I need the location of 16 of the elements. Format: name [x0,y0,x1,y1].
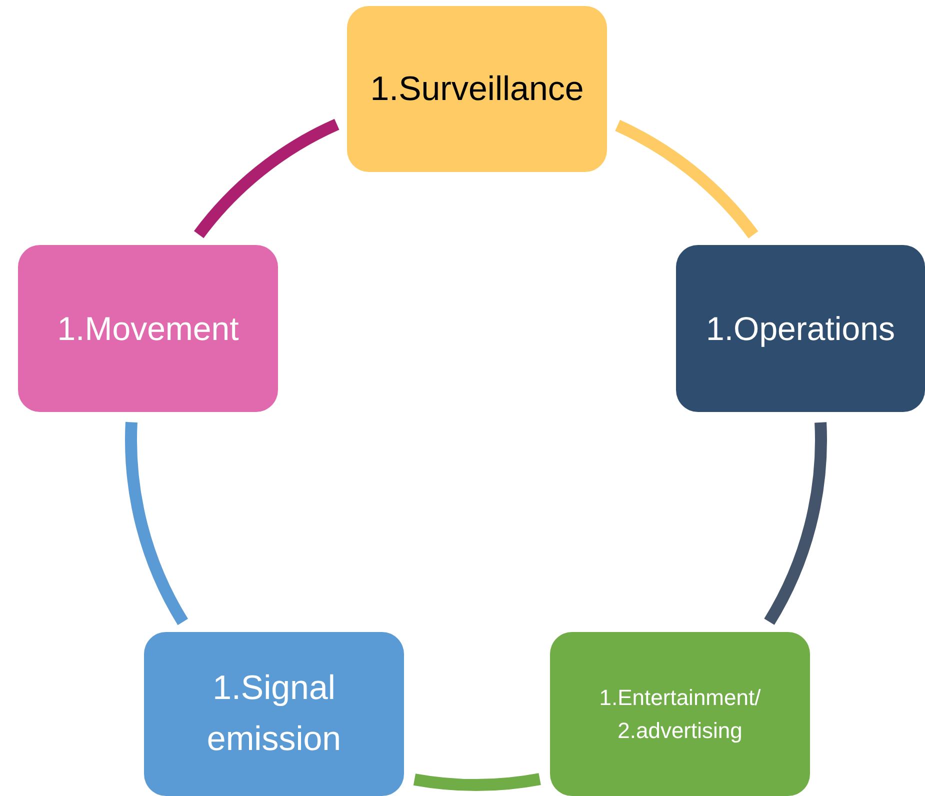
box-label: 1.Operations [706,308,895,349]
rounded-box [676,245,925,412]
connector-arc [125,422,188,625]
connector-arc [414,773,541,791]
rounded-box [347,6,607,172]
rounded-box [144,632,404,796]
box-label: 2.advertising [618,717,742,745]
connector-arc [194,118,340,238]
box-label: 1.Surveillance [370,68,584,110]
connector-arc [614,120,758,239]
rounded-box [18,245,278,412]
box-label: 1.Signal emission [206,668,342,760]
box-label: 1.Entertainment/ [599,684,761,712]
connector-arc [764,422,827,625]
box-label: 1.Movement [57,308,239,349]
rounded-box [550,632,810,796]
